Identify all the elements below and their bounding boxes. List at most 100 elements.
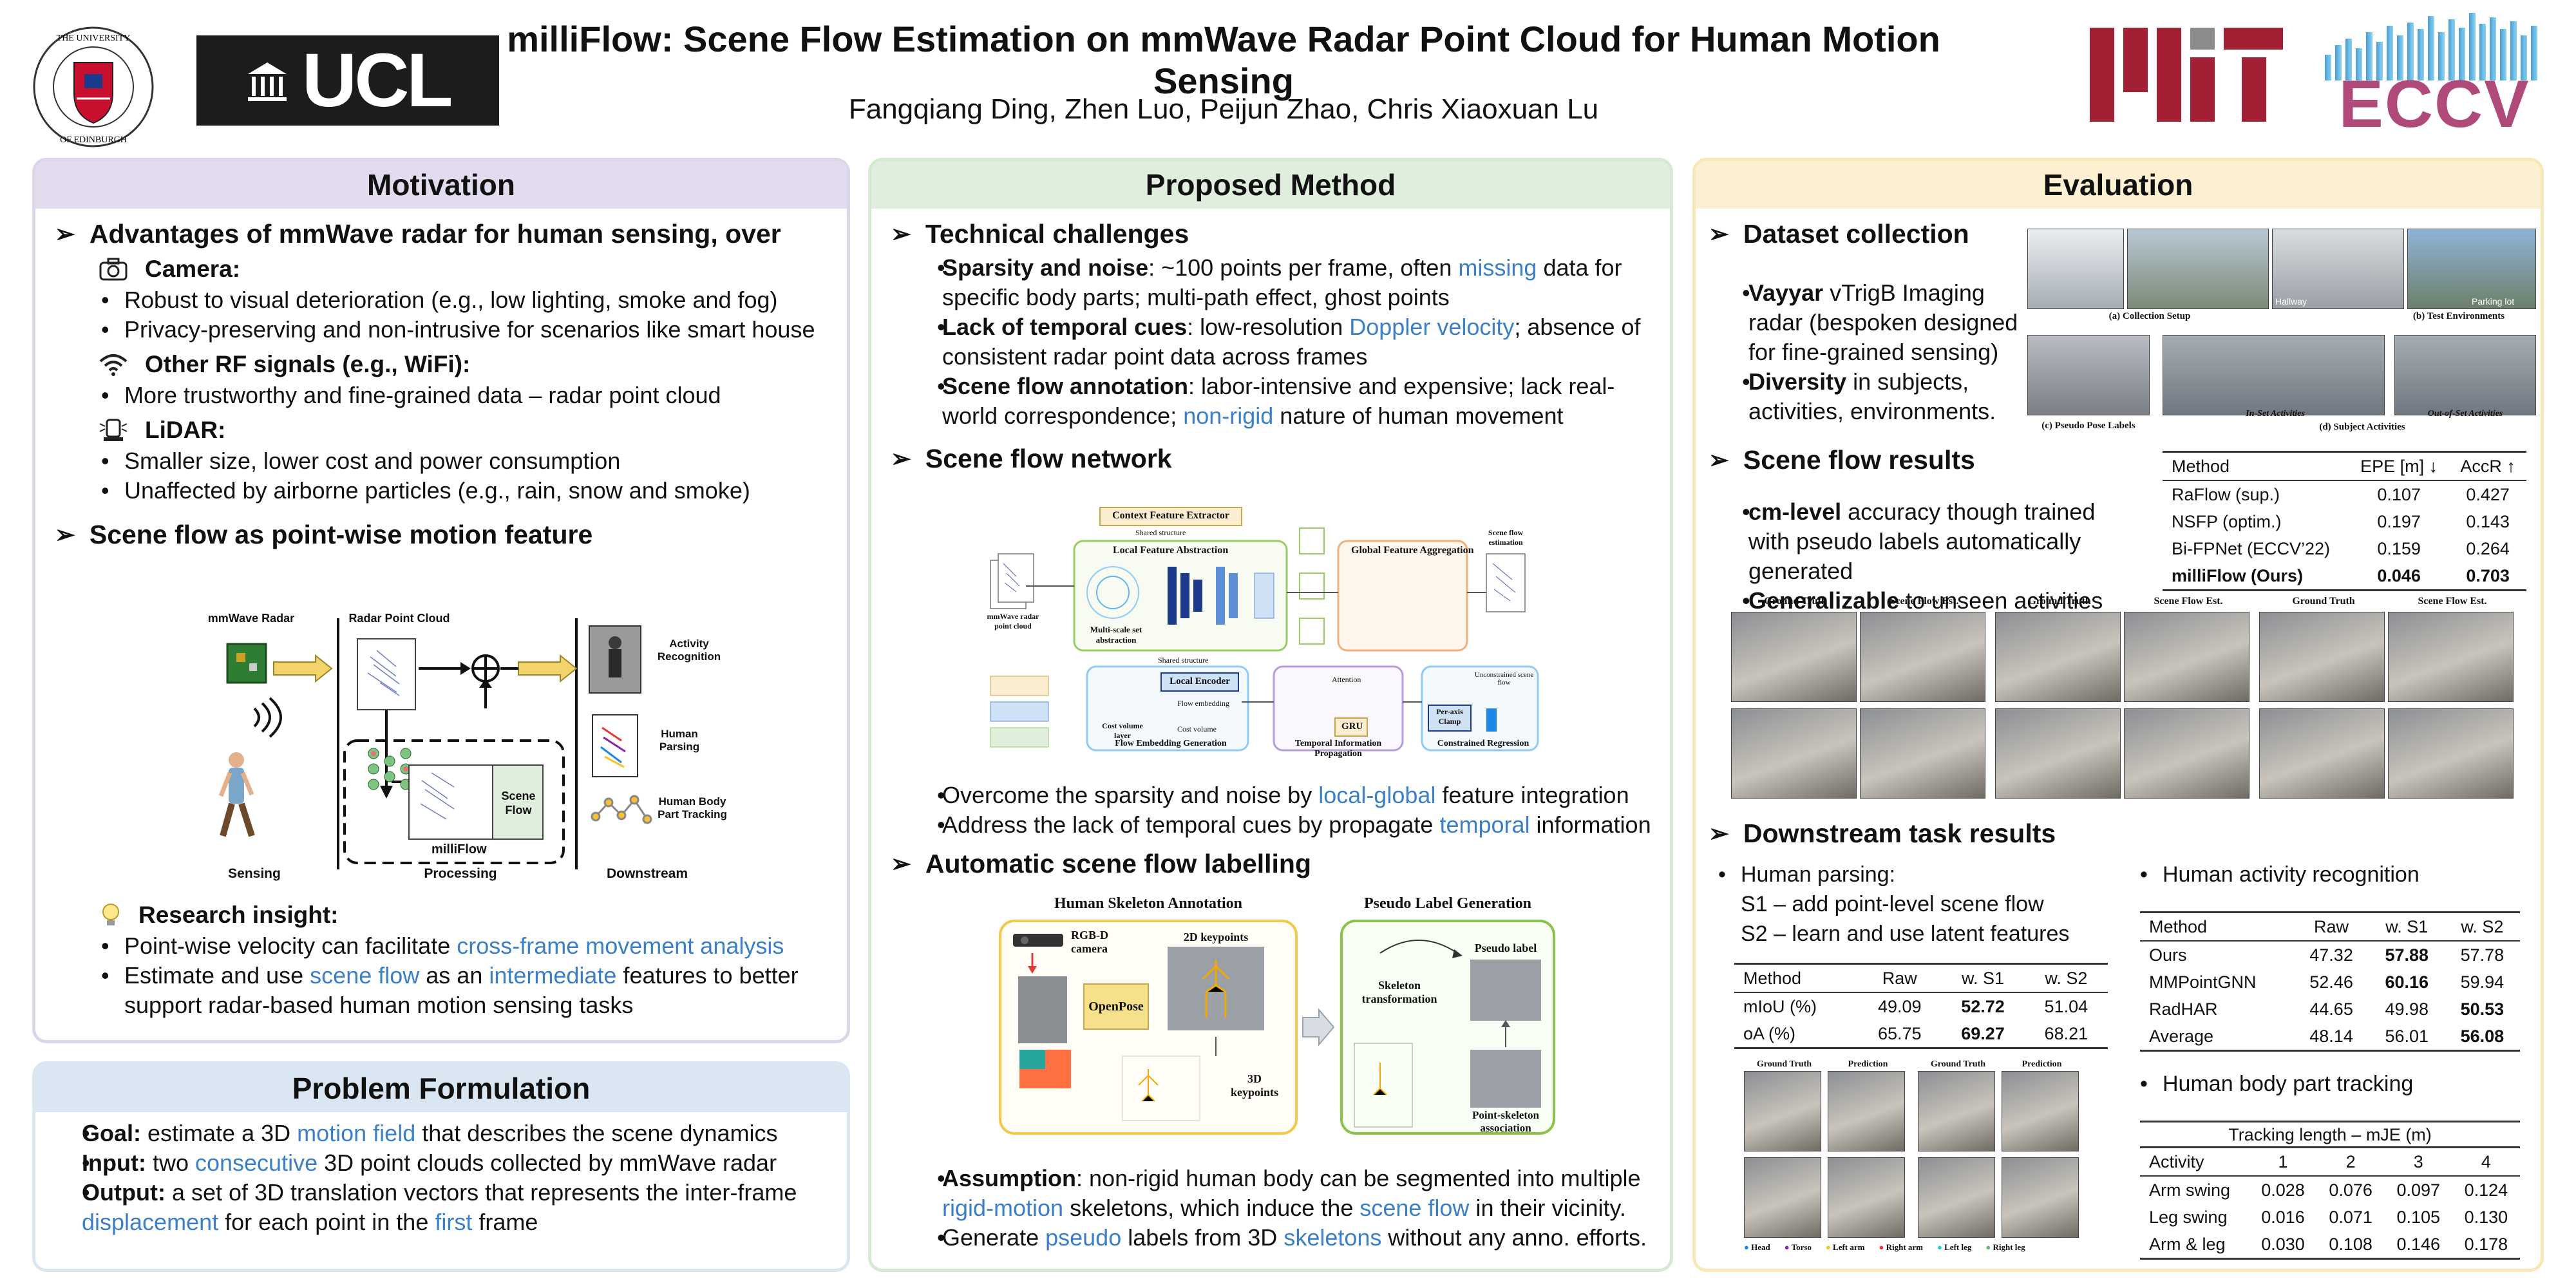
edinburgh-seal: THE UNIVERSITY OF EDINBURGH [29, 23, 158, 151]
pred-image [1828, 1157, 1905, 1238]
results-list: cm-level accuracy though trained with ps… [1696, 497, 2121, 616]
vis-image [1995, 708, 2121, 799]
vis-image [1860, 708, 1985, 799]
skeleton-annotation-label: Human Skeleton Annotation [1054, 895, 1243, 912]
cost-layer-label: Cost volume layer [1102, 721, 1143, 740]
pseudo-generation-label: Pseudo Label Generation [1363, 895, 1531, 912]
vis-image [1731, 708, 1857, 799]
arrow-icon: ➢ [891, 221, 911, 248]
wifi-icon [99, 354, 128, 376]
pred-image [1744, 1071, 1821, 1151]
insight-list: Point-wise velocity can facilitate cross… [55, 931, 840, 1020]
sf-results-table: Method EPE [m] ↓ AccR ↑ RaFlow (sup.)0.1… [2163, 451, 2526, 591]
point-skeleton-label: Point-skeleton association [1472, 1109, 1539, 1134]
list-item: Robust to visual deterioration (e.g., lo… [55, 285, 834, 315]
parking-label: Parking lot [2472, 296, 2515, 307]
vis-image [1860, 612, 1985, 702]
evaluation-panel: Evaluation ➢Dataset collection Vayyar vT… [1692, 158, 2544, 1272]
collection-setup-image-2 [2127, 229, 2269, 309]
vis-image [2124, 612, 2249, 702]
problem-heading: Problem Formulation [35, 1065, 847, 1112]
portico-icon [248, 62, 287, 101]
arrow-icon: ➢ [1709, 447, 1729, 474]
motivation-heading: Motivation [35, 161, 847, 209]
downstream-label: Downstream [606, 866, 688, 881]
processing-label: Processing [424, 866, 497, 881]
vis-image [1995, 612, 2121, 702]
hallway-image [2272, 229, 2404, 309]
list-item: Generalizable to unseen activities [1696, 586, 2121, 616]
collection-setup-image [2027, 229, 2124, 309]
method-heading: Proposed Method [871, 161, 1670, 209]
pred-label: Ground Truth [1756, 1059, 1812, 1069]
scene-flow-label: Scene Flow [501, 790, 536, 817]
list-item: Goal: estimate a 3D motion field that de… [35, 1119, 847, 1148]
rf-subheading: Other RF signals (e.g., WiFi): [99, 351, 834, 378]
pred-image [1744, 1157, 1821, 1238]
problem-list: Goal: estimate a 3D motion field that de… [35, 1119, 847, 1237]
lidar-icon [99, 419, 128, 441]
list-item: Scene flow annotation: labor-intensive a… [891, 372, 1657, 431]
network-list: Overcome the sparsity and noise by local… [891, 781, 1663, 840]
rgbd-camera-label: RGB-D camera [1071, 929, 1108, 955]
caption-b: (b) Test Environments [2412, 311, 2505, 321]
vis-image [2259, 612, 2385, 702]
legend-head: ● Head [1744, 1242, 1770, 1252]
joint-legend: ● Head ● Torso ● Left arm ● Right arm ● … [1744, 1242, 2105, 1253]
eccv-wordmark: ECCV [2338, 67, 2530, 142]
sf-estimation-label: Scene flow estimation [1488, 528, 1524, 547]
parsing-section: •Human parsing: S1 – add point-level sce… [1712, 860, 2124, 949]
global-aggregation-label: Global Feature Aggregation [1351, 545, 1474, 556]
challenges-heading: ➢Technical challenges [891, 219, 1189, 249]
list-item: Generate pseudo labels from 3D skeletons… [891, 1223, 1663, 1253]
legend-right-arm: ● Right arm [1879, 1242, 1924, 1252]
tracking-title: •Human body part tracking [2140, 1072, 2414, 1096]
eccv-logo: ECCV [2318, 10, 2550, 142]
constrained-label: Constrained Regression [1437, 739, 1530, 748]
labelling-heading: ➢Automatic scene flow labelling [891, 849, 1312, 878]
arrow-icon: ➢ [1709, 820, 1729, 848]
lidar-subheading: LiDAR: [99, 417, 834, 444]
human-parsing-label: Human Parsing [659, 728, 700, 753]
caption-a: (a) Collection Setup [2108, 311, 2191, 321]
challenges-list: Sparsity and noise: ~100 points per fram… [891, 253, 1657, 431]
list-item: Vayyar vTrigB Imaging radar (bespoken de… [1696, 278, 2024, 367]
vis-label: Scene Flow Est. [2418, 596, 2487, 607]
caption-c: (c) Pseudo Pose Labels [2041, 421, 2136, 431]
lidar-list: Smaller size, lower cost and power consu… [55, 446, 834, 506]
caption-d: (d) Subject Activities [2319, 422, 2405, 432]
per-axis-clamp-label: Per-axis Clamp [1436, 707, 1463, 726]
kp3d-label: 3D keypoints [1230, 1072, 1279, 1099]
pseudo-pose-image [2027, 335, 2150, 415]
list-item: Assumption: non-rigid human body can be … [891, 1164, 1663, 1223]
hallway-label: Hallway [2275, 296, 2307, 307]
parking-image [2407, 229, 2536, 309]
multiscale-label: Multi-scale set abstraction [1090, 625, 1142, 645]
activity-recognition-label: Activity Recognition [657, 638, 721, 663]
list-item: Estimate and use scene flow as an interm… [55, 961, 840, 1020]
legend-left-arm: ● Left arm [1825, 1242, 1865, 1252]
input-pc-label: mmWave radar point cloud [987, 612, 1039, 630]
mit-logo [2090, 23, 2283, 126]
in-set-label: In-Set Activities [2246, 409, 2305, 419]
arrow-icon: ➢ [55, 221, 75, 248]
vis-image [1731, 612, 1857, 702]
parsing-title: •Human parsing: [1718, 862, 1896, 887]
pred-image [1918, 1071, 1995, 1151]
legend-left-leg: ● Left leg [1937, 1242, 1972, 1252]
vis-label: Scene Flow Est. [2154, 596, 2223, 607]
advantages-heading: ➢Advantages of mmWave radar for human se… [55, 219, 781, 249]
pipeline-figure: mmWave Radar Radar Point Cloud Activity … [177, 612, 737, 882]
radar-point-cloud-label: Radar Point Cloud [348, 612, 450, 625]
